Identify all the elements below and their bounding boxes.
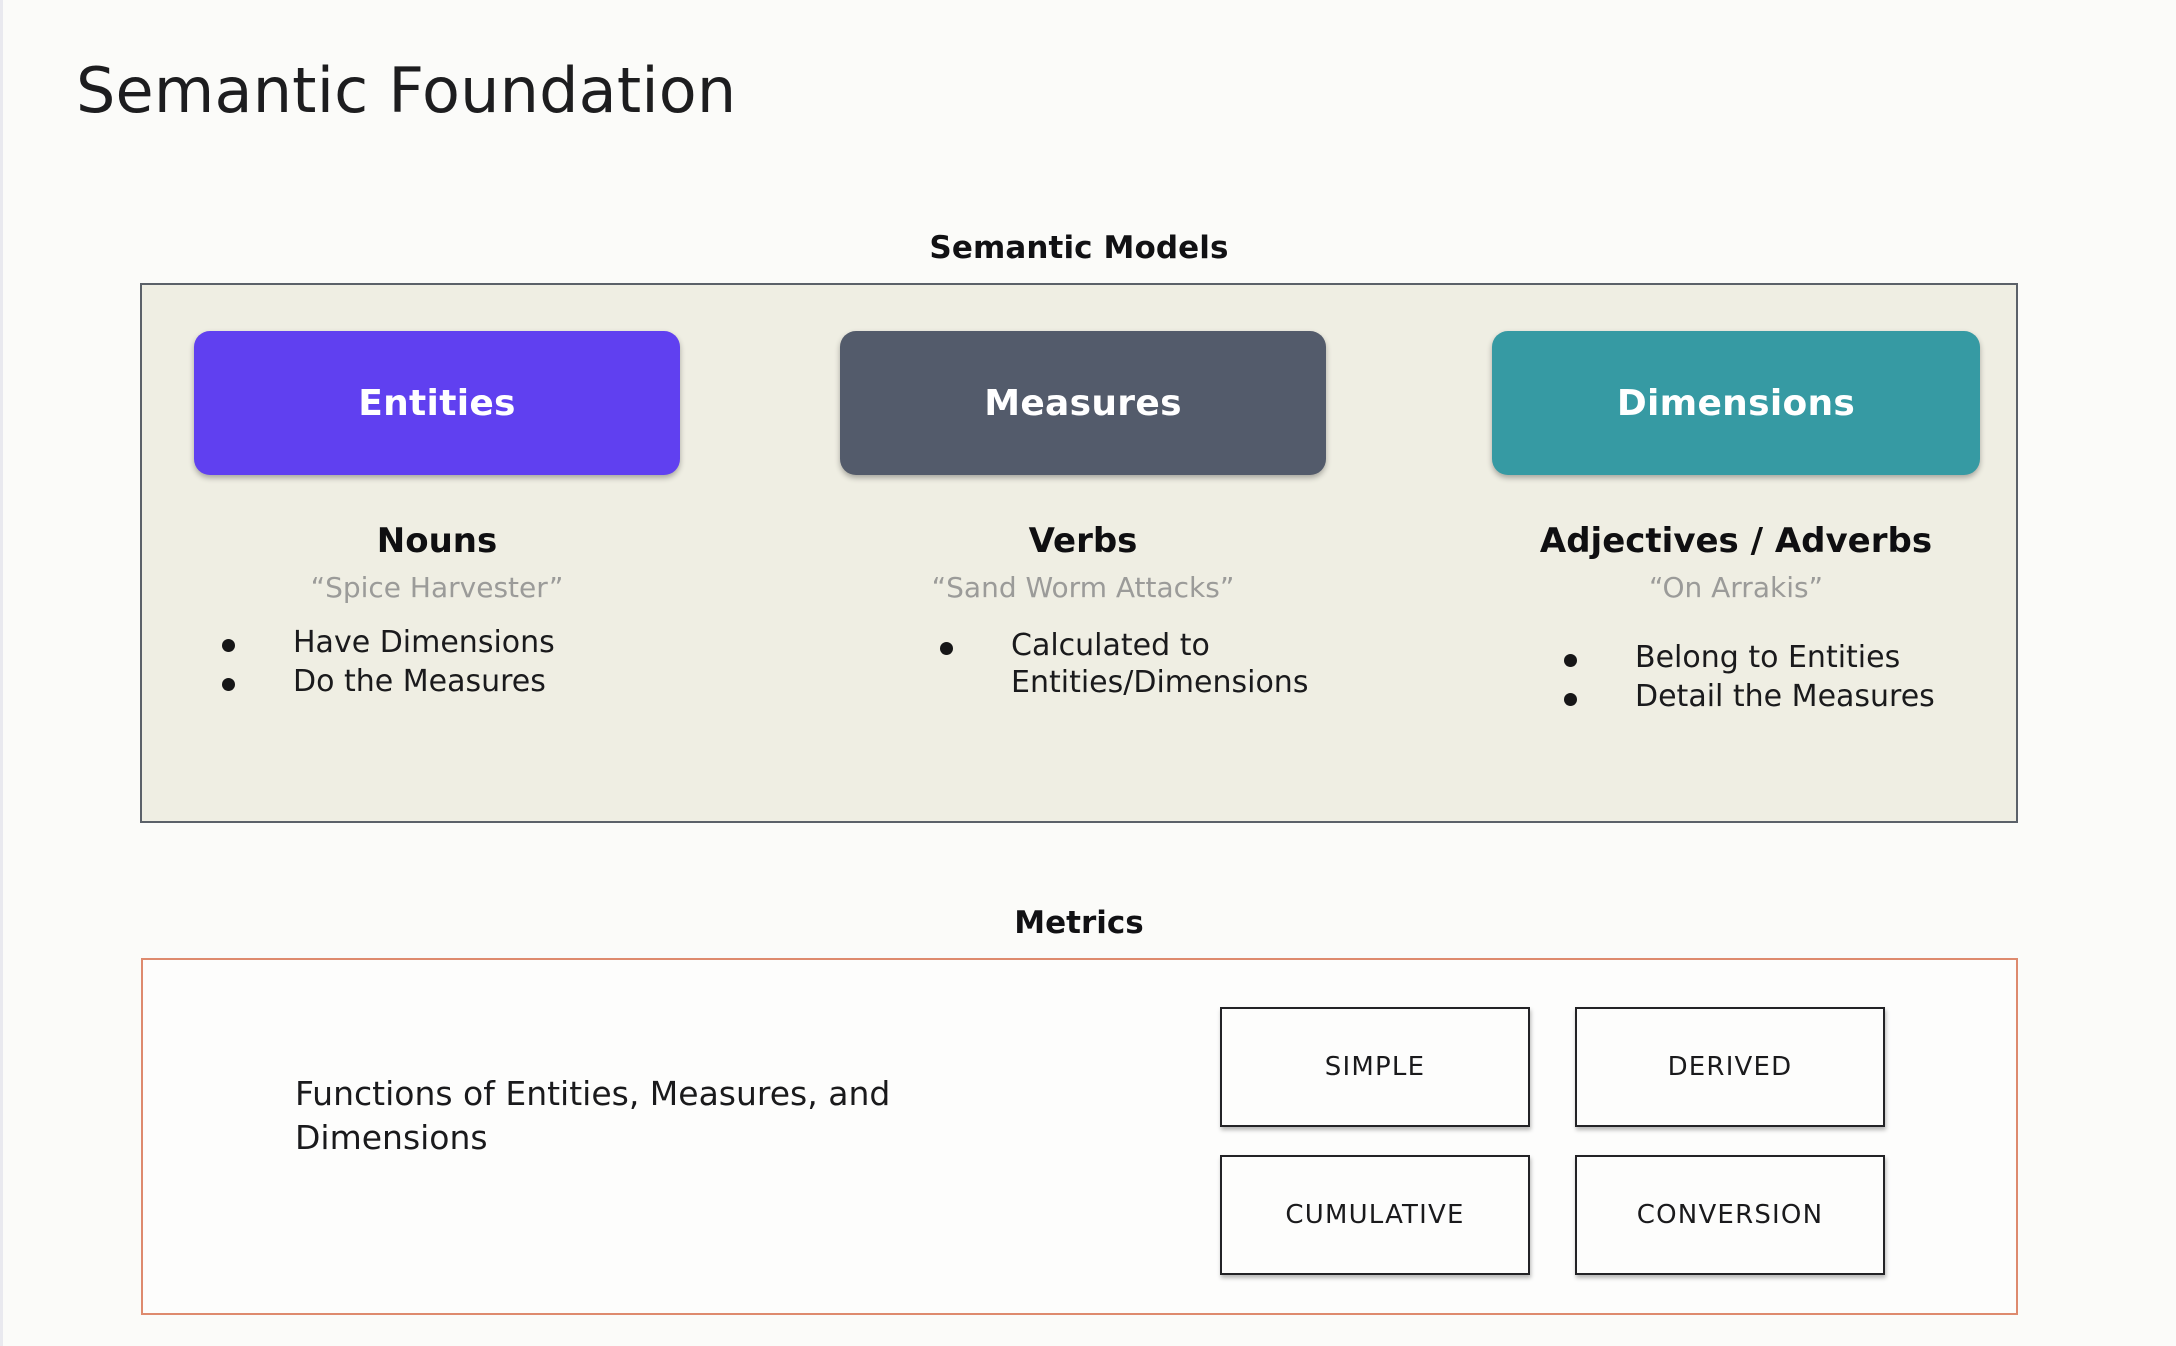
dimensions-chip-label: Dimensions xyxy=(1616,382,1856,424)
semantic-column-measures: Measures Verbs “Sand Worm Attacks” Calcu… xyxy=(840,285,1326,821)
dimensions-chip[interactable]: Dimensions xyxy=(1492,331,1980,475)
metrics-description: Functions of Entities, Measures, and Dim… xyxy=(295,1074,891,1157)
list-item: Belong to Entities xyxy=(1492,640,1980,677)
metrics-heading: Metrics xyxy=(1014,905,1144,941)
metric-type-simple[interactable]: SIMPLE xyxy=(1220,1007,1530,1127)
entities-chip-label: Entities xyxy=(358,382,516,424)
list-item: Detail the Measures xyxy=(1492,679,1980,716)
measures-bullet-list: Calculated to Entities/Dimensions xyxy=(840,628,1326,703)
measures-chip-label: Measures xyxy=(984,382,1182,424)
semantic-models-heading: Semantic Models xyxy=(929,230,1229,266)
semantic-column-entities: Entities Nouns “Spice Harvester” Have Di… xyxy=(194,285,680,821)
list-item: Have Dimensions xyxy=(194,625,680,662)
entities-chip[interactable]: Entities xyxy=(194,331,680,475)
entities-kind-label: Nouns xyxy=(376,521,498,561)
bullet-dot-icon xyxy=(940,642,953,655)
list-item-label: Have Dimensions xyxy=(293,625,555,660)
list-item: Do the Measures xyxy=(194,664,680,701)
metric-type-conversion[interactable]: CONVERSION xyxy=(1575,1155,1885,1275)
metrics-panel: Functions of Entities, Measures, and Dim… xyxy=(141,958,2018,1315)
bullet-dot-icon xyxy=(1564,692,1577,706)
metric-type-label: DERIVED xyxy=(1667,1052,1793,1082)
entities-example-label: “Spice Harvester” xyxy=(310,571,564,604)
list-item-label: Do the Measures xyxy=(293,663,546,699)
slide-left-edge-rule xyxy=(0,0,3,1346)
list-item-label: Belong to Entities xyxy=(1635,640,1901,675)
metric-type-derived[interactable]: DERIVED xyxy=(1575,1007,1885,1127)
measures-kind-label: Verbs xyxy=(1028,521,1138,561)
metric-type-label: CONVERSION xyxy=(1636,1200,1824,1230)
semantic-column-dimensions: Dimensions Adjectives / Adverbs “On Arra… xyxy=(1492,285,1980,821)
measures-chip[interactable]: Measures xyxy=(840,331,1326,475)
bullet-dot-icon xyxy=(1564,654,1577,667)
metric-type-label: CUMULATIVE xyxy=(1285,1200,1465,1230)
bullet-dot-icon xyxy=(222,639,235,652)
bullet-dot-icon xyxy=(222,677,235,691)
list-item-label: Detail the Measures xyxy=(1635,678,1935,714)
dimensions-bullet-list: Belong to Entities Detail the Measures xyxy=(1492,640,1980,717)
dimensions-kind-label: Adjectives / Adverbs xyxy=(1539,521,1933,561)
dimensions-example-label: “On Arrakis” xyxy=(1648,571,1824,604)
metric-type-cumulative[interactable]: CUMULATIVE xyxy=(1220,1155,1530,1275)
list-item: Calculated to Entities/Dimensions xyxy=(840,628,1326,701)
entities-bullet-list: Have Dimensions Do the Measures xyxy=(194,625,680,702)
semantic-models-panel: Entities Nouns “Spice Harvester” Have Di… xyxy=(140,283,2018,823)
list-item-label: Calculated to Entities/Dimensions xyxy=(1011,628,1309,700)
page-title: Semantic Foundation xyxy=(76,54,737,127)
measures-example-label: “Sand Worm Attacks” xyxy=(931,571,1235,604)
metric-type-label: SIMPLE xyxy=(1324,1052,1426,1082)
